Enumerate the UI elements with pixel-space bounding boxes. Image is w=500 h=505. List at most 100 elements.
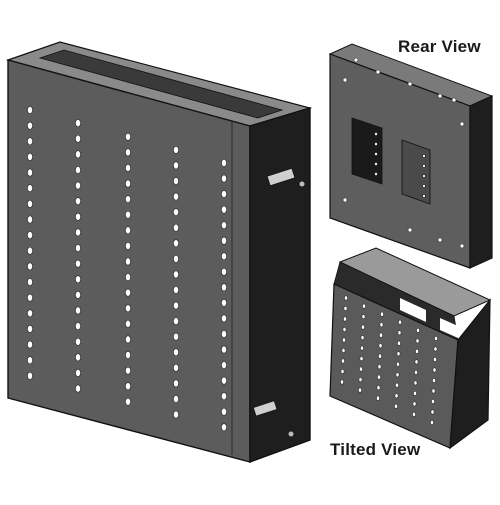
mount-hole bbox=[451, 97, 457, 103]
vent-hole bbox=[75, 337, 81, 346]
vent-hole bbox=[125, 132, 131, 141]
main-enclosure bbox=[5, 41, 313, 464]
vent-hole bbox=[173, 161, 179, 170]
vent-hole bbox=[125, 319, 131, 328]
vent-hole bbox=[75, 212, 81, 221]
vent-hole bbox=[75, 197, 81, 206]
vent-hole bbox=[342, 326, 347, 332]
vent-hole bbox=[379, 332, 383, 338]
vent-hole bbox=[75, 322, 81, 330]
vent-hole bbox=[361, 314, 366, 320]
vent-hole bbox=[75, 150, 81, 159]
port-hole bbox=[422, 154, 426, 158]
mount-hole bbox=[375, 69, 381, 75]
vent-hole bbox=[125, 148, 131, 157]
vent-hole bbox=[75, 369, 81, 377]
vent-hole bbox=[412, 401, 417, 407]
vent-hole bbox=[377, 374, 381, 380]
vent-hole bbox=[378, 353, 382, 359]
vent-hole bbox=[173, 379, 179, 388]
mount-hole bbox=[437, 93, 443, 99]
vent-hole bbox=[360, 335, 365, 341]
vent-hole bbox=[27, 371, 33, 380]
vent-hole bbox=[344, 295, 348, 301]
vent-hole bbox=[221, 221, 227, 230]
vent-hole bbox=[221, 361, 227, 369]
vent-hole bbox=[173, 395, 179, 403]
vent-hole bbox=[431, 388, 436, 394]
vent-hole bbox=[221, 252, 227, 261]
mount-hole bbox=[407, 227, 413, 233]
mount-hole bbox=[459, 243, 465, 249]
vent-hole bbox=[125, 397, 131, 406]
vent-hole bbox=[27, 231, 33, 239]
vent-hole bbox=[343, 316, 347, 322]
rear-mounting-holes bbox=[342, 57, 465, 249]
vent-hole bbox=[173, 410, 179, 419]
vent-hole bbox=[27, 293, 33, 302]
vent-hole bbox=[398, 319, 402, 325]
vent-hole bbox=[221, 314, 227, 323]
port-hole bbox=[422, 174, 426, 178]
vent-hole bbox=[125, 179, 131, 188]
mount-hole bbox=[353, 57, 359, 63]
vent-hole bbox=[358, 387, 362, 393]
vent-hole bbox=[75, 134, 81, 143]
vent-hole bbox=[413, 380, 418, 386]
vent-hole bbox=[221, 174, 227, 183]
vent-hole bbox=[221, 423, 227, 432]
tilted-view-caption: Tilted View bbox=[330, 440, 421, 459]
main-top-inner bbox=[38, 49, 284, 119]
vent-hole bbox=[75, 384, 81, 393]
vent-hole bbox=[125, 288, 131, 297]
vent-hole bbox=[362, 303, 366, 309]
vent-hole bbox=[414, 369, 418, 375]
vent-hole bbox=[395, 372, 400, 378]
vent-hole bbox=[27, 340, 33, 349]
vent-hole bbox=[27, 168, 33, 177]
vent-hole bbox=[361, 324, 365, 330]
vent-hole bbox=[340, 368, 345, 374]
vent-hole bbox=[173, 177, 179, 185]
vent-hole bbox=[221, 345, 227, 354]
vent-hole bbox=[377, 364, 382, 370]
vent-hole bbox=[396, 361, 400, 367]
vent-hole bbox=[358, 377, 363, 383]
vent-hole bbox=[27, 121, 33, 130]
vent-hole bbox=[412, 411, 416, 417]
vent-hole bbox=[125, 241, 131, 250]
vent-hole bbox=[125, 226, 131, 235]
rear-view-enclosure bbox=[328, 43, 494, 269]
vent-hole bbox=[359, 366, 363, 372]
port-hole bbox=[374, 152, 378, 156]
vent-hole bbox=[173, 254, 179, 263]
tilted-view-enclosure bbox=[329, 247, 492, 450]
vent-hole bbox=[27, 184, 33, 193]
main-side-screw-top bbox=[299, 181, 305, 187]
vent-hole bbox=[125, 304, 131, 313]
vent-hole bbox=[342, 337, 346, 343]
vent-hole bbox=[173, 145, 179, 154]
mount-hole bbox=[342, 77, 348, 83]
vent-hole bbox=[221, 298, 227, 307]
vent-hole bbox=[397, 340, 401, 346]
vent-hole bbox=[341, 347, 346, 353]
tilted-ventilation-holes bbox=[340, 295, 438, 425]
vent-hole bbox=[27, 325, 33, 333]
vent-hole bbox=[432, 367, 437, 373]
vent-hole bbox=[75, 166, 81, 174]
vent-hole bbox=[416, 327, 420, 333]
tilted-opening-right bbox=[440, 318, 458, 338]
vent-hole bbox=[221, 159, 227, 167]
vent-hole bbox=[173, 286, 179, 294]
vent-hole bbox=[397, 330, 402, 336]
vent-hole bbox=[394, 393, 399, 399]
vent-hole bbox=[27, 215, 33, 224]
vent-hole bbox=[376, 385, 381, 391]
vent-hole bbox=[75, 353, 81, 362]
vent-hole bbox=[27, 137, 33, 146]
vent-hole bbox=[75, 306, 81, 315]
rear-cutout-right bbox=[401, 139, 431, 205]
vent-hole bbox=[433, 346, 438, 352]
